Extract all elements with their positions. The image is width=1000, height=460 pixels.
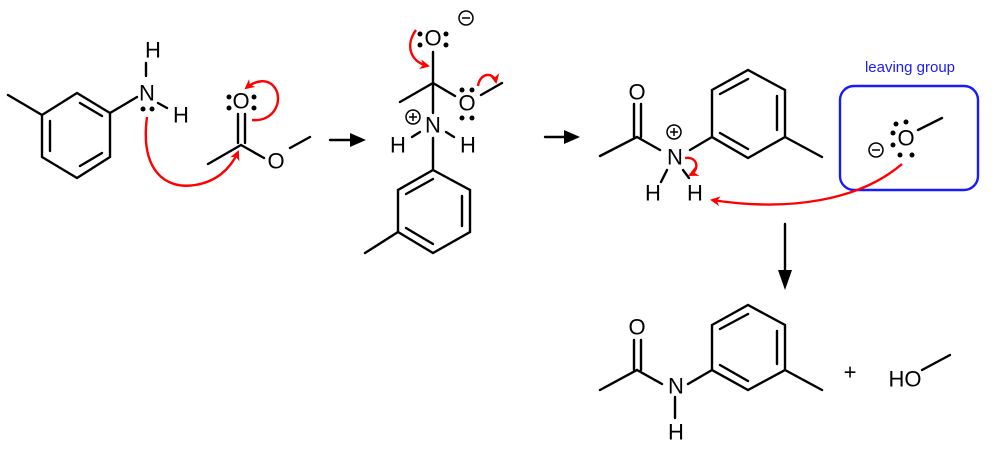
reaction-arrow-2	[543, 130, 580, 144]
methoxy-oxygen: O	[458, 91, 475, 116]
ammonium-hydrogen-right: H	[460, 133, 476, 158]
ester-oxygen: O	[267, 149, 284, 174]
amide-hydrogen-right: H	[687, 181, 703, 206]
amine-nitrogen: N	[139, 81, 155, 106]
reaction-arrow-1	[328, 133, 366, 147]
methyl-acetate: O O	[206, 89, 312, 174]
alkoxide-oxygen: O	[424, 26, 441, 51]
amide-hydrogen-left: H	[645, 181, 661, 206]
methanol-product: HO	[889, 353, 952, 392]
leaving-group-arrow	[476, 73, 500, 87]
methanol-label: HO	[889, 367, 922, 392]
product-oxygen: O	[628, 315, 645, 340]
reaction-arrow-3	[778, 222, 792, 290]
carbonyl-oxygen: O	[232, 89, 249, 114]
amine-hydrogen-right: H	[173, 103, 189, 128]
ammonium-hydrogen-left: H	[390, 133, 406, 158]
product-hydrogen: H	[668, 420, 684, 445]
acetamide-product: O N H	[598, 303, 824, 445]
tetrahedral-intermediate: O O N H H	[363, 10, 504, 255]
leaving-group-label: leaving group	[865, 59, 955, 76]
amide-nitrogen: N	[667, 145, 683, 170]
methoxide-oxygen: O	[897, 126, 914, 151]
alkoxide-reform-arrow	[409, 29, 430, 70]
amide-oxygen: O	[628, 80, 645, 105]
product-nitrogen: N	[668, 374, 684, 399]
amine-hydrogen-top: H	[145, 38, 161, 63]
nucleophilic-attack-arrow	[144, 116, 240, 187]
carbonyl-pi-arrow	[244, 79, 280, 122]
m-toluidine: N H H	[6, 38, 189, 180]
protonated-amide: O N H H	[598, 68, 824, 206]
ammonium-nitrogen: N	[425, 113, 441, 138]
deprotonation-arrow	[710, 163, 903, 207]
plus-sign: +	[844, 360, 857, 385]
leaving-group-box: leaving group O	[838, 59, 980, 192]
nh-bond-arrow	[684, 156, 700, 177]
